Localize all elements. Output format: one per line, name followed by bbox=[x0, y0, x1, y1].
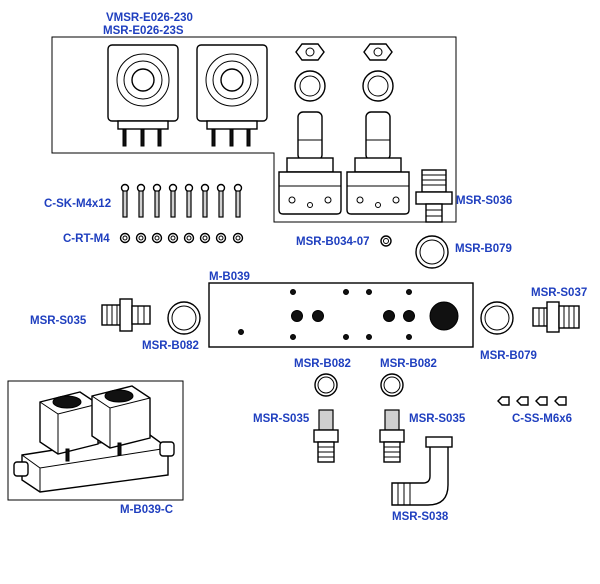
label-seal-b082-left: MSR-B082 bbox=[142, 340, 199, 352]
screw-row bbox=[120, 183, 243, 218]
fitting-s035-a bbox=[313, 409, 339, 463]
label-set-screw: C-SS-M6x6 bbox=[512, 413, 572, 425]
label-seal-b079-top: MSR-B079 bbox=[455, 243, 512, 255]
seal-b082-b bbox=[380, 373, 404, 397]
label-coil-a: VMSR-E026-230 bbox=[106, 12, 193, 24]
label-fitting-s037: MSR-S037 bbox=[531, 287, 587, 299]
label-seal-b082-a: MSR-B082 bbox=[294, 358, 351, 370]
seal-b079-right bbox=[480, 301, 514, 335]
label-fitting-s035-left: MSR-S035 bbox=[30, 315, 87, 327]
valve-stem-1 bbox=[278, 43, 342, 215]
label-screw: C-SK-M4x12 bbox=[44, 198, 111, 210]
label-seal-b082-b: MSR-B082 bbox=[380, 358, 437, 370]
assembly-illustration bbox=[13, 385, 175, 493]
valve-group-frame bbox=[51, 36, 457, 223]
small-oring bbox=[380, 235, 392, 247]
label-fitting-s035-a: MSR-S035 bbox=[253, 413, 310, 425]
valve-stem-2 bbox=[346, 43, 410, 215]
coil-1 bbox=[107, 44, 179, 147]
manifold-block bbox=[208, 282, 474, 348]
label-fitting-s036: MSR-S036 bbox=[456, 195, 512, 207]
seal-b082-a bbox=[314, 373, 338, 397]
washer-row bbox=[119, 232, 244, 244]
seal-b079-top bbox=[415, 235, 449, 269]
label-oring-small: MSR-B034-07 bbox=[296, 236, 370, 248]
label-block: M-B039 bbox=[209, 271, 250, 283]
label-assembly: M-B039-C bbox=[120, 504, 173, 516]
fitting-s035-left bbox=[101, 298, 151, 332]
fitting-s036 bbox=[415, 169, 453, 223]
fitting-s037 bbox=[532, 301, 580, 333]
seal-b082-left bbox=[167, 301, 201, 335]
set-screws bbox=[497, 396, 567, 406]
label-washer: C-RT-M4 bbox=[63, 233, 110, 245]
fitting-s035-b bbox=[379, 409, 405, 463]
label-fitting-s035-b: MSR-S035 bbox=[409, 413, 466, 425]
elbow-s038 bbox=[391, 436, 453, 506]
assembly-frame bbox=[7, 380, 184, 501]
coil-2 bbox=[196, 44, 268, 147]
label-seal-b079-right: MSR-B079 bbox=[480, 350, 537, 362]
label-coil-b: MSR-E026-23S bbox=[103, 25, 184, 37]
label-elbow: MSR-S038 bbox=[392, 511, 449, 523]
